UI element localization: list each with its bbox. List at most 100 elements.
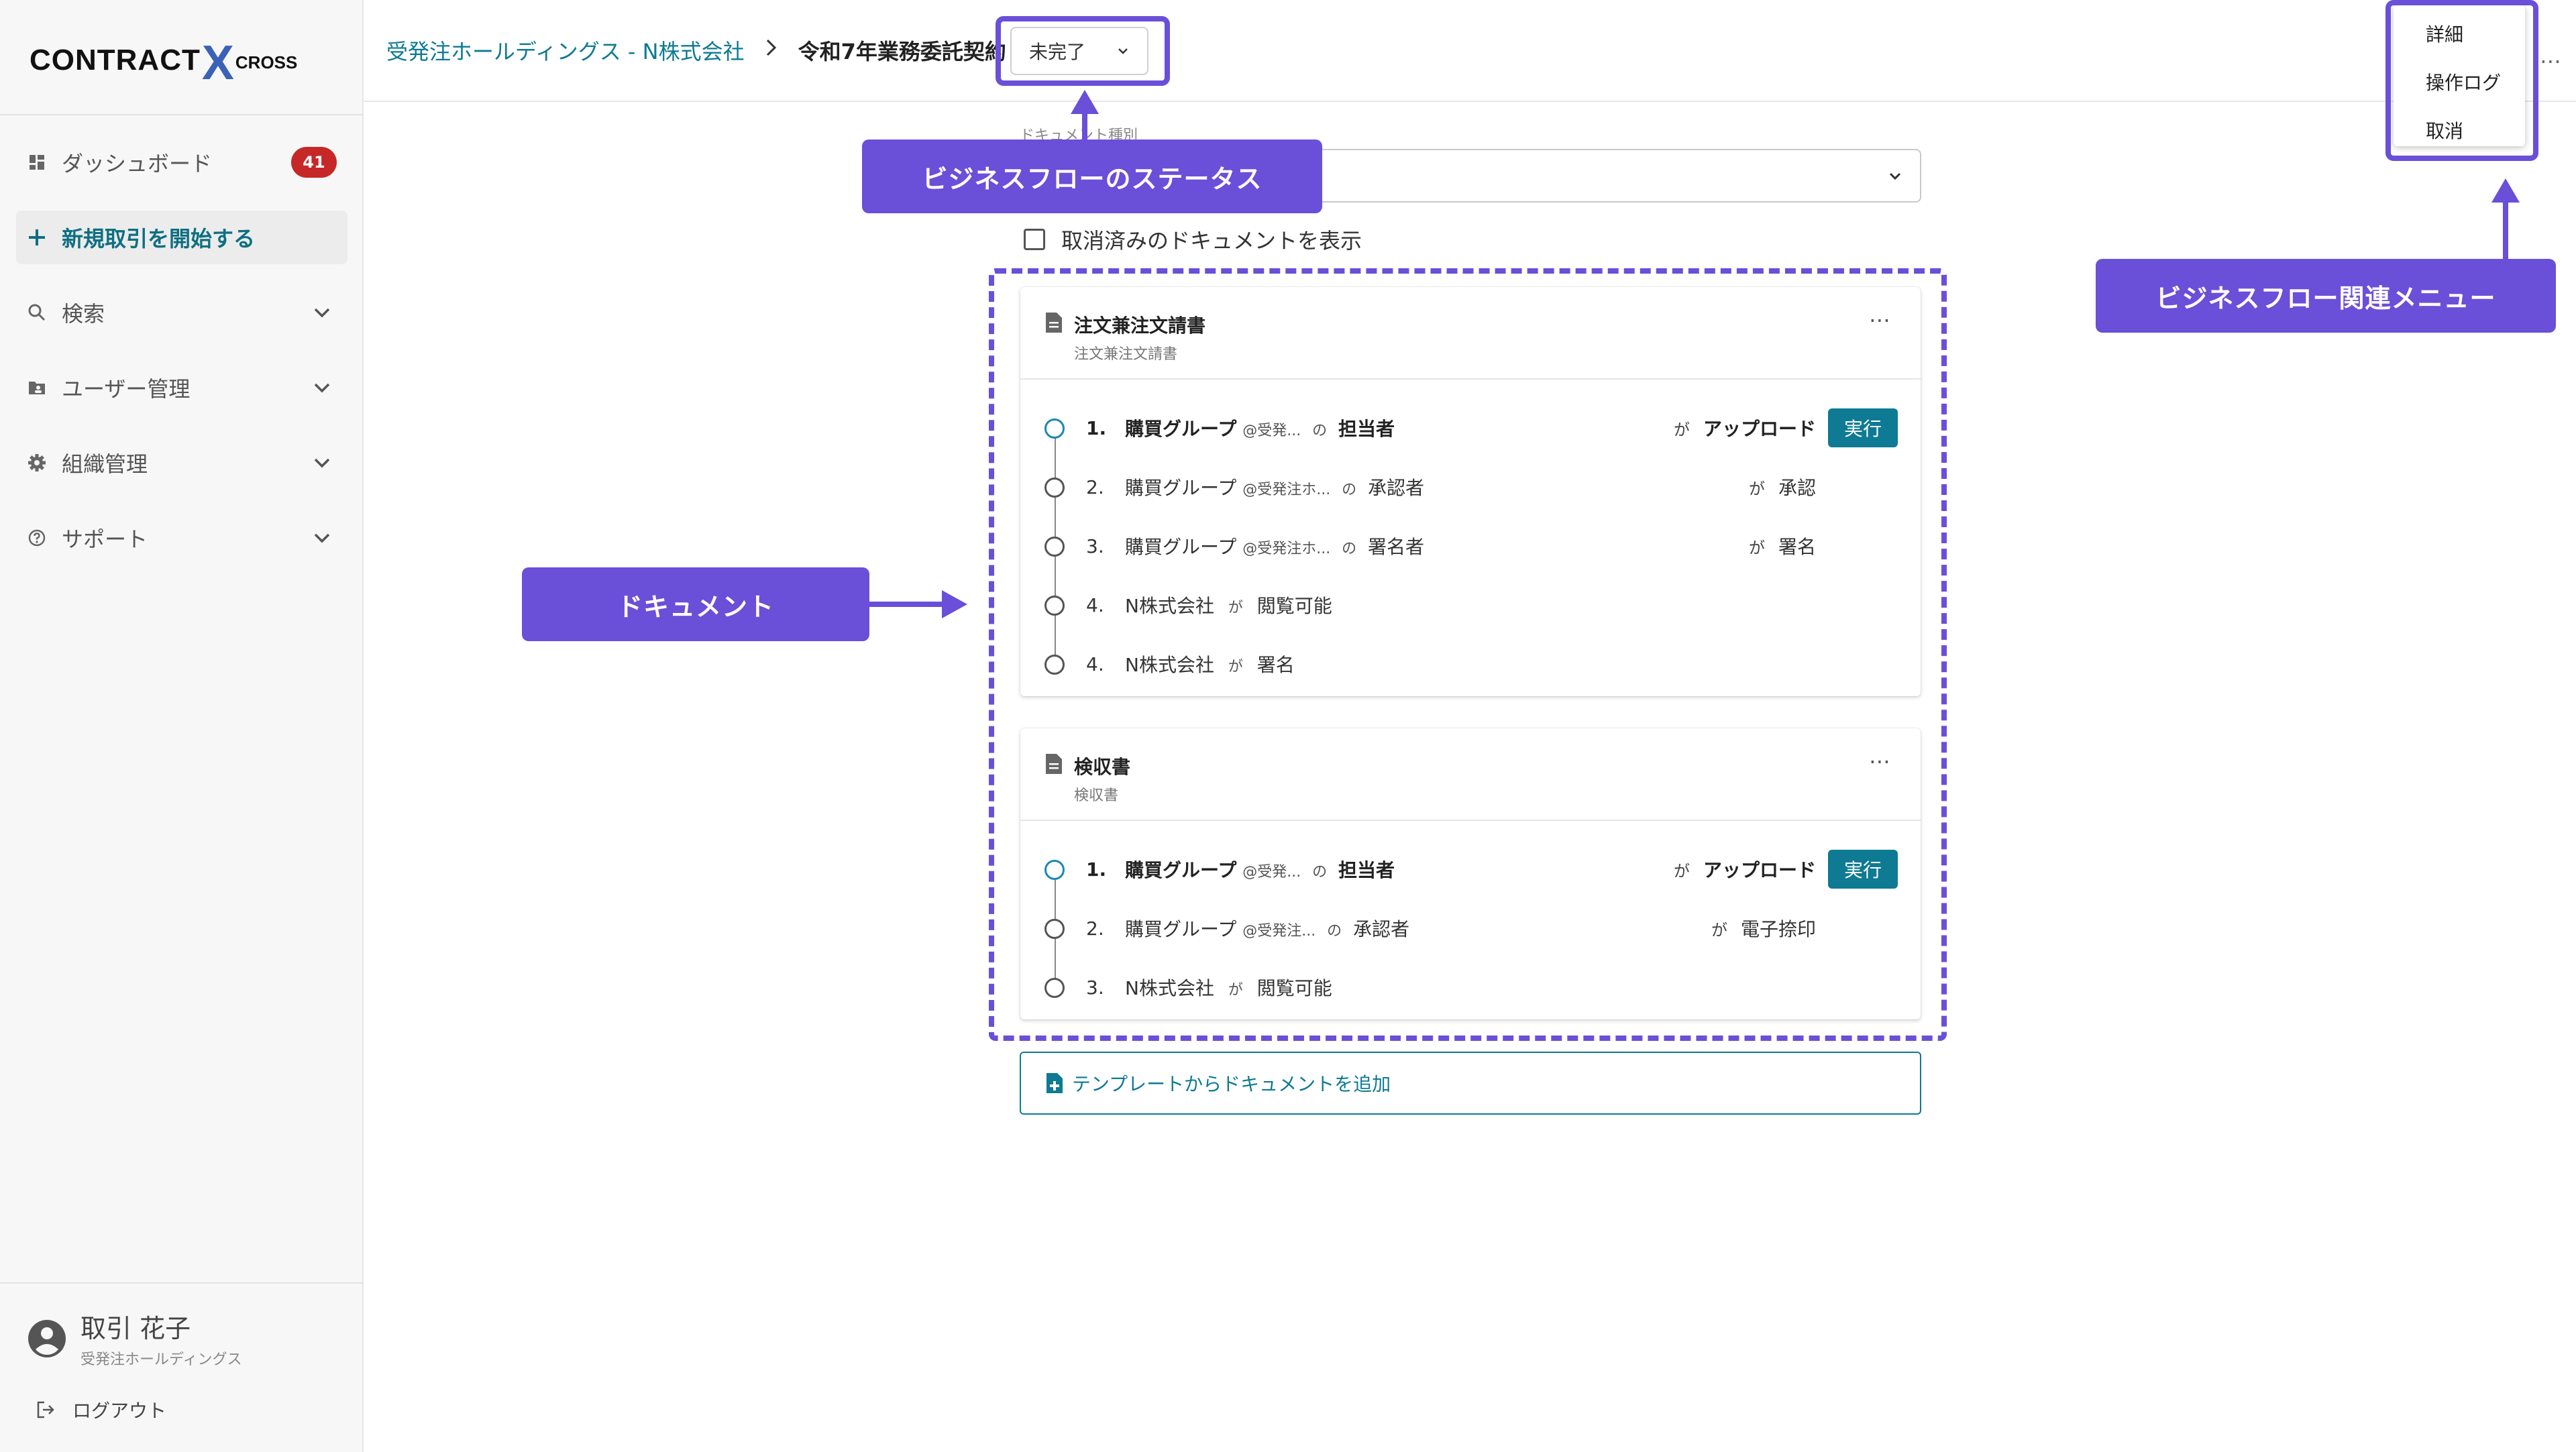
sidebar-divider bbox=[0, 114, 362, 115]
step-action: 署名 bbox=[1778, 536, 1816, 558]
execute-button[interactable]: 実行 bbox=[1828, 408, 1898, 447]
sidebar-item-new-deal[interactable]: 新規取引を開始する bbox=[16, 211, 347, 264]
logo-x: X bbox=[201, 36, 234, 90]
add-document-icon bbox=[1046, 1073, 1063, 1093]
workflow-step: 1. 購買グループ @受発... の 担当者 が アップロード 実行 bbox=[1020, 398, 1921, 457]
step-dot-icon bbox=[1044, 978, 1065, 998]
sidebar-item-label: ユーザー管理 bbox=[62, 376, 191, 402]
document-card-header: 注文兼注文請書 注文兼注文請書 ⋯ bbox=[1020, 287, 1921, 380]
status-select[interactable]: 未完了 bbox=[1010, 27, 1148, 75]
logo-text: CONTRACT bbox=[30, 44, 201, 76]
show-cancelled-checkbox[interactable] bbox=[1024, 229, 1045, 250]
avatar-icon bbox=[28, 1319, 66, 1357]
workflow-step: 4. N株式会社 が 署名 bbox=[1020, 634, 1921, 693]
document-icon bbox=[1046, 313, 1062, 333]
logout-button[interactable]: ログアウト bbox=[36, 1396, 166, 1423]
sidebar-divider bbox=[0, 1282, 362, 1284]
menu-item-cancel[interactable]: 取消 bbox=[2426, 120, 2464, 142]
document-more-icon[interactable]: ⋯ bbox=[1869, 307, 1891, 333]
document-title: 注文兼注文請書 bbox=[1074, 315, 1206, 337]
step-particle: の bbox=[1342, 482, 1357, 498]
step-action: 署名 bbox=[1256, 654, 1295, 676]
step-particle: の bbox=[1342, 541, 1357, 557]
step-company: N株式会社 bbox=[1125, 654, 1214, 676]
step-company: N株式会社 bbox=[1125, 977, 1214, 999]
step-particle: の bbox=[1312, 864, 1328, 881]
workflow-step: 4. N株式会社 が 閲覧可能 bbox=[1020, 575, 1921, 634]
sidebar-item-org-management[interactable]: 組織管理 bbox=[16, 436, 347, 490]
step-role: 署名者 bbox=[1368, 536, 1425, 558]
app-logo[interactable]: CONTRACT X CROSS bbox=[30, 39, 297, 87]
step-role: 承認者 bbox=[1353, 918, 1410, 940]
status-highlight bbox=[996, 16, 1170, 86]
menu-item-details[interactable]: 詳細 bbox=[2426, 23, 2464, 46]
document-more-icon[interactable]: ⋯ bbox=[1869, 748, 1891, 774]
step-particle: が bbox=[1673, 420, 1690, 439]
status-value: 未完了 bbox=[1029, 41, 1086, 63]
step-group: 購買グループ bbox=[1125, 477, 1237, 499]
step-dot-icon bbox=[1044, 478, 1065, 498]
menu-item-operation-log[interactable]: 操作ログ bbox=[2426, 72, 2502, 94]
more-menu-icon[interactable]: ⋯ bbox=[2540, 48, 2563, 74]
step-company: N株式会社 bbox=[1125, 595, 1214, 617]
chevron-down-icon[interactable] bbox=[309, 374, 335, 401]
step-handle: @受発注ホ... bbox=[1242, 541, 1331, 557]
step-group: 購買グループ bbox=[1125, 918, 1237, 940]
document-title: 検収書 bbox=[1074, 756, 1131, 778]
add-from-template-button[interactable]: テンプレートからドキュメントを追加 bbox=[1020, 1052, 1921, 1115]
step-particle: の bbox=[1312, 423, 1328, 439]
chevron-down-icon[interactable] bbox=[309, 299, 335, 326]
status-callout: ビジネスフローのステータス bbox=[862, 139, 1322, 213]
notification-badge: 41 bbox=[291, 147, 337, 178]
step-action: 電子捺印 bbox=[1740, 918, 1816, 940]
breadcrumb-link[interactable]: 受発注ホールディングス - N株式会社 bbox=[386, 39, 745, 64]
execute-button[interactable]: 実行 bbox=[1828, 850, 1898, 889]
search-icon bbox=[27, 302, 47, 323]
step-dot-icon bbox=[1044, 919, 1065, 939]
step-number: 1. bbox=[1086, 858, 1107, 881]
workflow-step: 3. N株式会社 が 閲覧可能 bbox=[1020, 958, 1921, 1017]
step-role: 担当者 bbox=[1338, 418, 1395, 440]
step-particle: の bbox=[1327, 923, 1342, 940]
logout-icon bbox=[37, 1401, 54, 1418]
sidebar-item-support[interactable]: サポート bbox=[16, 511, 347, 565]
document-subtitle: 注文兼注文請書 bbox=[1074, 346, 1178, 363]
sidebar-item-label: 検索 bbox=[62, 301, 105, 327]
workflow-step: 1. 購買グループ @受発... の 担当者 が アップロード 実行 bbox=[1020, 840, 1921, 899]
sidebar-item-dashboard[interactable]: ダッシュボード 41 bbox=[16, 135, 347, 189]
sidebar-item-label: 新規取引を開始する bbox=[62, 226, 256, 252]
step-action: アップロード bbox=[1703, 418, 1816, 440]
step-handle: @受発... bbox=[1242, 423, 1301, 439]
show-cancelled-label: 取消済みのドキュメントを表示 bbox=[1061, 228, 1362, 254]
step-handle: @受発注... bbox=[1242, 923, 1316, 940]
step-dot-icon bbox=[1044, 596, 1065, 616]
step-particle: が bbox=[1748, 479, 1765, 498]
menu-highlight bbox=[2385, 0, 2538, 161]
step-particle: が bbox=[1228, 600, 1243, 616]
sidebar-item-user-management[interactable]: ユーザー管理 bbox=[16, 361, 347, 414]
chevron-down-icon[interactable] bbox=[309, 449, 335, 476]
step-number: 3. bbox=[1086, 976, 1104, 999]
help-icon bbox=[27, 528, 47, 548]
step-dot-icon bbox=[1044, 537, 1065, 557]
document-card-header: 検収書 検収書 ⋯ bbox=[1020, 728, 1921, 821]
sidebar-item-search[interactable]: 検索 bbox=[16, 286, 347, 339]
step-action: アップロード bbox=[1703, 859, 1816, 881]
step-role: 承認者 bbox=[1368, 477, 1425, 499]
step-dot-icon bbox=[1044, 860, 1065, 880]
step-particle: が bbox=[1711, 920, 1727, 940]
step-particle: が bbox=[1228, 982, 1243, 999]
business-flow-menu: 詳細 操作ログ 取消 bbox=[2394, 5, 2525, 146]
plus-icon bbox=[27, 227, 47, 247]
breadcrumb-separator-icon bbox=[765, 37, 778, 64]
page-header: 受発注ホールディングス - N株式会社 令和7年業務委託契約 未完了 ⋯ bbox=[364, 0, 2576, 102]
chevron-down-icon[interactable] bbox=[309, 524, 335, 551]
step-particle: が bbox=[1228, 659, 1243, 675]
arrow-up-icon bbox=[1071, 90, 1099, 149]
step-role: 担当者 bbox=[1338, 859, 1395, 881]
user-profile[interactable]: 取引 花子 受発注ホールディングス bbox=[27, 1308, 241, 1369]
show-cancelled-toggle[interactable]: 取消済みのドキュメントを表示 bbox=[1024, 224, 1362, 255]
step-group: 購買グループ bbox=[1125, 859, 1237, 881]
step-group: 購買グループ bbox=[1125, 418, 1237, 440]
step-dot-icon bbox=[1044, 418, 1065, 439]
